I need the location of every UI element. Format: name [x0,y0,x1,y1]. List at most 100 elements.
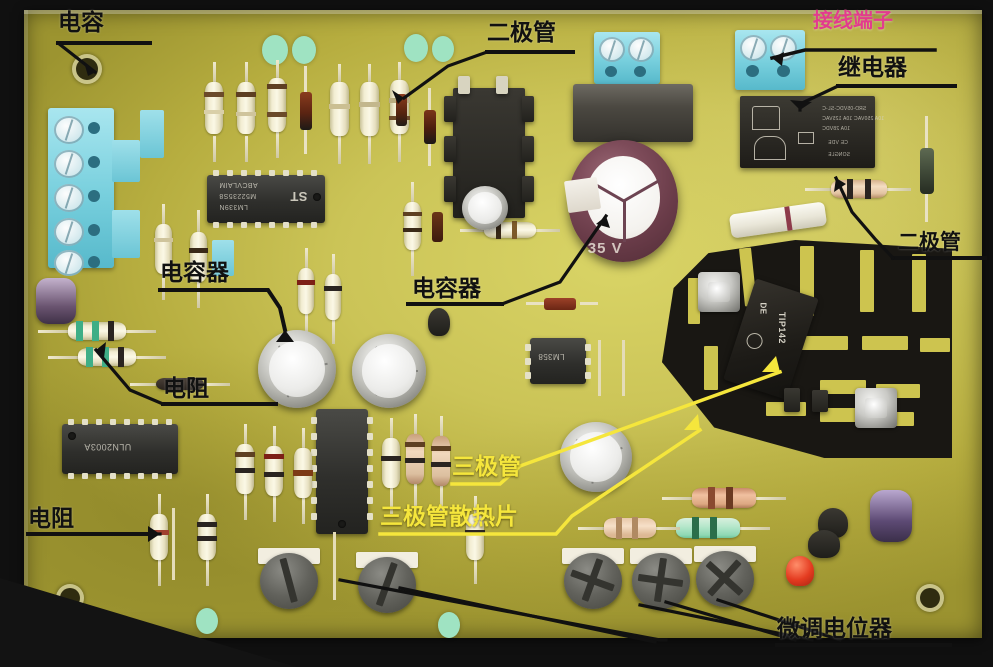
module-side-tab [522,136,534,162]
resistor-lead [439,416,443,438]
wire-jumper [622,340,625,396]
resistor [293,428,313,524]
diode-small-horizontal [526,298,598,310]
resistor-band [431,446,451,451]
potentiometer-knob [631,552,691,609]
led-red [786,556,814,586]
solder-pad [262,35,288,65]
ic-pin [124,473,130,479]
transistor-marking-brand: DE [758,302,768,315]
resistor-body [360,82,379,136]
resistor-lead [534,228,560,232]
resistor-band [405,442,425,447]
electrolytic-capacitor [560,422,632,492]
resistor-body [330,82,349,136]
capacitor-vent-segment [390,370,419,372]
ic-pin [227,222,233,228]
diode [432,200,443,260]
potentiometer-slot [279,557,299,604]
resistor [38,321,156,341]
relay-symbol-box [798,132,814,144]
resistor-lead [304,314,308,338]
resistor-lead [197,210,200,234]
capacitor-vent-segment [623,201,626,243]
diode-body [920,148,934,194]
resistor-lead [368,136,371,164]
capacitor-voltage-marking: 35 V [587,240,623,258]
ic-notch [338,520,346,528]
terminal-wire-hole [634,66,646,77]
relay-marking: CE VDE [828,140,848,146]
resistor [189,210,208,308]
trimmer-potentiometer [694,546,756,608]
module-pin-left [458,76,470,94]
diode-right-vertical [920,116,934,222]
trimmer-potentiometer [258,548,320,610]
resistor-lead [368,64,371,84]
diode [300,66,312,154]
resistor-lead [756,496,786,500]
ic-pin [585,344,591,351]
diode-lead [428,88,431,110]
heatsink-bolt-upper [698,272,740,312]
resistor-band [431,462,451,467]
capacitor-vent-segment [286,368,299,398]
resistor-lead [275,132,279,158]
ic-pin [283,222,289,228]
terminal-block-body [112,210,140,258]
heatsink-fin-gap [920,338,950,352]
diode-annotated [396,78,408,146]
resistor-band [496,221,501,239]
mounting-hole-top-left [76,58,98,80]
resistor-lead [473,560,477,584]
terminal-block-body-small [212,240,234,276]
ic-pin [269,170,275,176]
resistor-lead [162,204,165,226]
resistor-band [403,212,422,216]
ic-pin [138,473,144,479]
board-edge-highlight-top [24,10,982,14]
ic-pin [255,222,261,228]
resistor-lead [885,187,911,191]
module-pin-right [496,76,508,94]
ic-pin [297,170,303,176]
ic-pin [311,497,317,504]
resistor-band [264,454,284,459]
resistor [297,248,315,338]
resistor-band [267,84,287,89]
solder-pad [432,36,454,62]
solder-pad [196,608,218,634]
terminal-wire-hole [88,122,100,134]
resistor-lead [805,187,831,191]
ic-pin [152,473,158,479]
capacitor-vent-segment [591,456,598,484]
resistor-band [118,347,124,367]
wire-jumper [172,508,175,580]
ic-pin [311,513,317,520]
resistor-lead [411,182,414,204]
resistor-band [235,468,255,473]
resistor-band [405,458,425,463]
resistor-body [268,78,286,132]
diode-lead [304,130,307,154]
resistor [403,182,422,276]
resistor-lead [460,228,484,232]
heatsink-fin-gap [820,380,866,394]
terminal-block-body [112,140,140,182]
terminal-screw [54,150,84,178]
terminal-wire-hole [746,65,759,77]
resistor-lead [212,136,216,162]
module-side-tab [522,96,534,122]
resistor-lead [578,526,604,530]
resistor [204,62,224,162]
resistor-lead [136,355,166,359]
ic-pin [367,433,373,440]
ic-pin [297,222,303,228]
resistor [465,496,485,584]
heatsink-fin-gap [688,278,700,324]
ic-marking: ULN2003A [84,442,132,452]
resistor [805,179,911,199]
resistor-band [632,517,638,539]
capacitor-vent-segment [278,345,299,370]
resistor-band [76,321,83,341]
